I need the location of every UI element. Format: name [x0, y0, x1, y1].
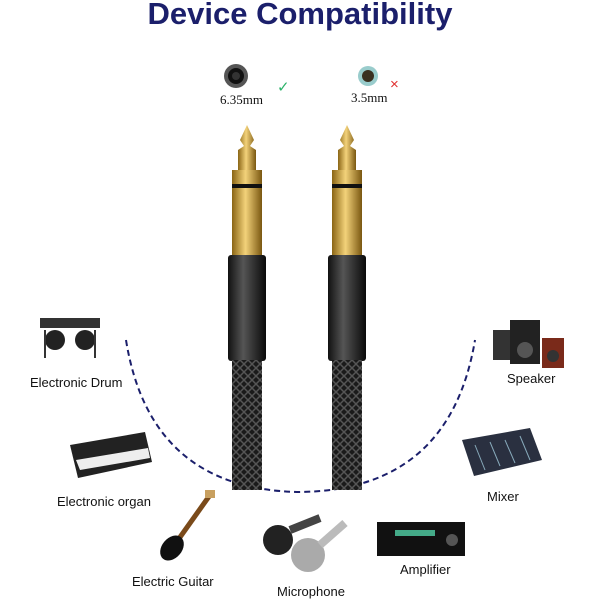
- guitar-icon: [160, 490, 215, 561]
- jack-size-label: 6.35mm: [220, 92, 263, 107]
- jack-3-5mm-icon: [358, 66, 378, 86]
- amplifier-icon: [377, 522, 465, 556]
- microphone-icon: [263, 514, 348, 572]
- device-label: Electronic Drum: [30, 375, 123, 390]
- device-label: Mixer: [487, 489, 519, 504]
- device-label: Microphone: [277, 584, 345, 599]
- keyboard-icon: [70, 432, 152, 478]
- cross-icon: ×: [390, 76, 399, 93]
- compatibility-arc: [125, 339, 476, 494]
- jack-size-label: 3.5mm: [351, 90, 388, 105]
- speaker-icon: [493, 320, 564, 368]
- device-label: Electric Guitar: [132, 574, 214, 589]
- drum-kit-icon: [40, 318, 100, 358]
- jack-6-35mm-icon: [224, 64, 248, 88]
- page-title: Device Compatibility: [147, 0, 453, 31]
- mixer-icon: [462, 428, 542, 476]
- plug-right: [328, 125, 366, 490]
- device-label: Electronic organ: [57, 494, 151, 509]
- device-label: Speaker: [507, 371, 556, 386]
- check-icon: ✓: [277, 79, 290, 96]
- plug-left: [228, 125, 266, 490]
- device-label: Amplifier: [400, 562, 451, 577]
